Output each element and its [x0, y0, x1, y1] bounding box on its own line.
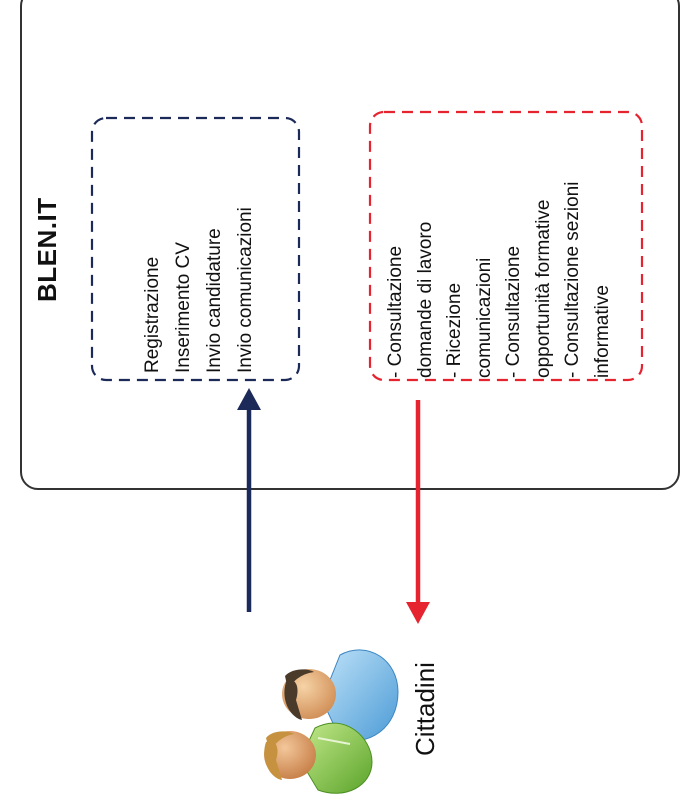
blen-system-boundary — [20, 0, 680, 490]
person-hair-back — [284, 680, 302, 720]
inbound-actions-box — [90, 116, 301, 382]
citizens-icon — [264, 649, 399, 794]
outbound-services-box — [368, 110, 644, 382]
person-hair-front — [264, 741, 282, 780]
outbound-arrow — [406, 400, 430, 624]
inbound-arrow — [237, 388, 261, 612]
person-body-green — [299, 722, 373, 794]
